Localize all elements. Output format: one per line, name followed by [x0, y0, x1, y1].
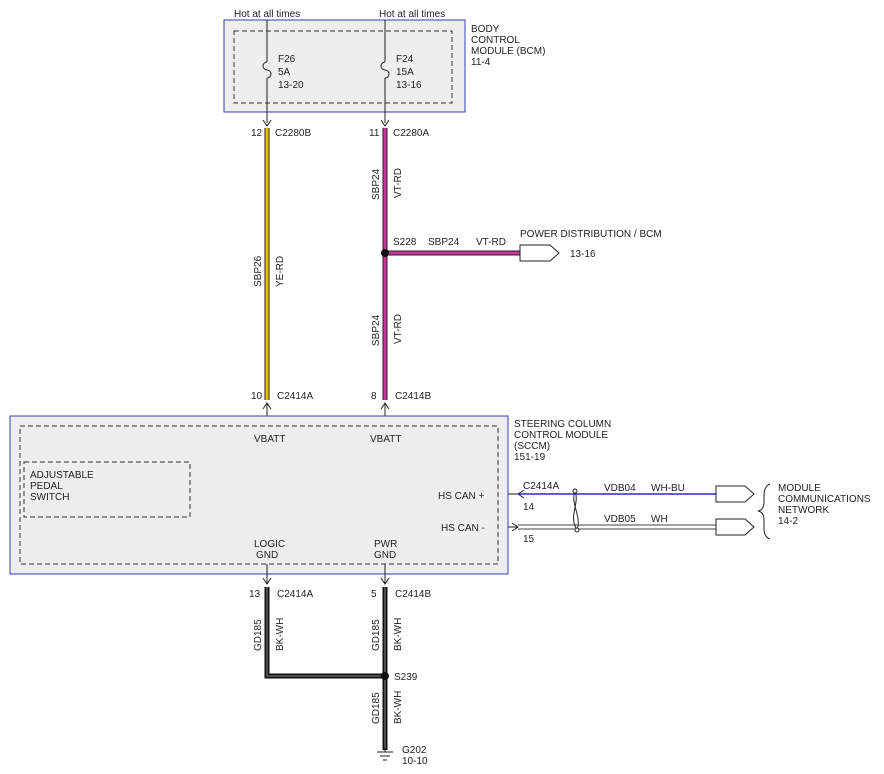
label-sbp24-top: SBP24	[371, 168, 382, 200]
arrow-c2280a	[380, 119, 390, 127]
adjustable-pedal-switch-box	[23, 461, 191, 518]
net-title-3: NETWORK	[778, 505, 829, 516]
hs-can-plus: HS CAN +	[438, 491, 485, 502]
label-vtrd-low: VT-RD	[393, 314, 404, 344]
label-whbu: WH-BU	[651, 483, 685, 494]
sccm-title-4: 151-19	[514, 452, 546, 463]
label-wh: WH	[651, 514, 668, 525]
fuse2-ref: 13-16	[396, 80, 422, 91]
bcm-title-3: MODULE (BCM)	[471, 46, 545, 57]
bcm-title-1: BODY	[471, 24, 500, 35]
pd-title: POWER DISTRIBUTION / BCM	[520, 229, 662, 240]
pin-12: 12	[251, 128, 263, 139]
splice-s228	[381, 249, 389, 257]
net-title-4: 14-2	[778, 516, 798, 527]
fuse2-symbol	[380, 61, 390, 79]
sccm-title-2: CONTROL MODULE	[514, 430, 608, 441]
label-vtrd-top: VT-RD	[393, 168, 404, 198]
label-g202-ref: 10-10	[402, 756, 428, 767]
conn-c2414b-top: C2414B	[395, 391, 431, 402]
can-conn: C2414A	[523, 481, 559, 492]
label-bkwh-a: BK-WH	[275, 618, 286, 651]
pin-13: 13	[249, 589, 261, 600]
label-g202: G202	[402, 745, 427, 756]
pin-5: 5	[371, 589, 377, 600]
adj-line-2: PEDAL	[30, 481, 63, 492]
arrow-c2280b	[262, 119, 272, 127]
hs-can-minus: HS CAN -	[441, 523, 485, 534]
fuse1-symbol	[262, 61, 272, 79]
logic-gnd-1: LOGIC	[254, 539, 285, 550]
fuse1-ref: 13-20	[278, 80, 304, 91]
pwr-gnd-1: PWR	[374, 539, 397, 550]
label-bkwh-b: BK-WH	[393, 618, 404, 651]
pwr-gnd-2: GND	[374, 550, 396, 561]
network-bracket	[757, 483, 771, 540]
can-pin-15: 15	[523, 534, 535, 545]
conn-c2414b-gnd: C2414B	[395, 589, 431, 600]
fuse2-amp: 15A	[396, 67, 414, 78]
net-title-2: COMMUNICATIONS	[778, 494, 871, 505]
can-arrow-connector-1	[715, 485, 755, 503]
pin-8: 8	[371, 391, 377, 402]
arrow-c2414b-gnd	[380, 577, 390, 585]
label-yerd: YE-RD	[275, 256, 286, 287]
adj-line-1: ADJUSTABLE	[30, 470, 94, 481]
sccm-box	[9, 415, 509, 575]
net-title-1: MODULE	[778, 483, 821, 494]
splice-s239	[381, 672, 389, 680]
bcm-title-2: CONTROL	[471, 35, 520, 46]
adj-line-3: SWITCH	[30, 492, 69, 503]
vbatt-2: VBATT	[370, 434, 401, 445]
conn-c2414a-gnd: C2414A	[277, 589, 313, 600]
arrow-c2414a-gnd	[262, 577, 272, 585]
wire-gd185-logic	[266, 587, 385, 677]
fuse2-name: F24	[396, 54, 414, 65]
label-sbp26: SBP26	[253, 255, 264, 287]
arrow-can-minus	[511, 522, 519, 532]
twist-dot-bottom	[574, 527, 580, 533]
label-s239: S239	[394, 672, 418, 683]
logic-gnd-2: GND	[256, 550, 278, 561]
sccm-inner-dashed	[19, 425, 499, 565]
twist-dot-top	[572, 488, 578, 494]
label-sbp24-low: SBP24	[371, 314, 382, 346]
vbatt-1: VBATT	[254, 434, 285, 445]
label-bkwh-c: BK-WH	[393, 691, 404, 724]
bcm-inner-dashed	[233, 30, 453, 104]
label-sbp24-mid: SBP24	[428, 237, 460, 248]
fuse1-name: F26	[278, 54, 296, 65]
pin-11: 11	[369, 128, 380, 139]
hot-at-all-times-2: Hot at all times	[379, 9, 445, 20]
label-vtrd-mid: VT-RD	[476, 237, 506, 248]
label-gd185-c: GD185	[371, 692, 382, 724]
label-vdb05: VDB05	[604, 514, 636, 525]
conn-c2280b: C2280B	[275, 128, 311, 139]
pd-arrow-connector	[519, 244, 560, 262]
twisted-pair-symbol	[573, 489, 579, 531]
conn-c2414a-top: C2414A	[277, 391, 313, 402]
label-s228: S228	[393, 237, 417, 248]
hot-at-all-times-1: Hot at all times	[234, 9, 300, 20]
pin-10: 10	[251, 391, 263, 402]
label-gd185-b: GD185	[371, 619, 382, 651]
label-vdb04: VDB04	[604, 483, 636, 494]
bcm-title-4: 11-4	[471, 57, 491, 68]
label-gd185-a: GD185	[253, 619, 264, 651]
bcm-box	[223, 19, 466, 113]
sccm-title-3: (SCCM)	[514, 441, 550, 452]
pd-ref: 13-16	[570, 249, 596, 260]
can-pin-14: 14	[523, 502, 535, 513]
can-arrow-connector-2	[715, 518, 755, 536]
conn-c2280a: C2280A	[393, 128, 429, 139]
fuse1-amp: 5A	[278, 67, 291, 78]
sccm-title-1: STEERING COLUMN	[514, 419, 611, 430]
